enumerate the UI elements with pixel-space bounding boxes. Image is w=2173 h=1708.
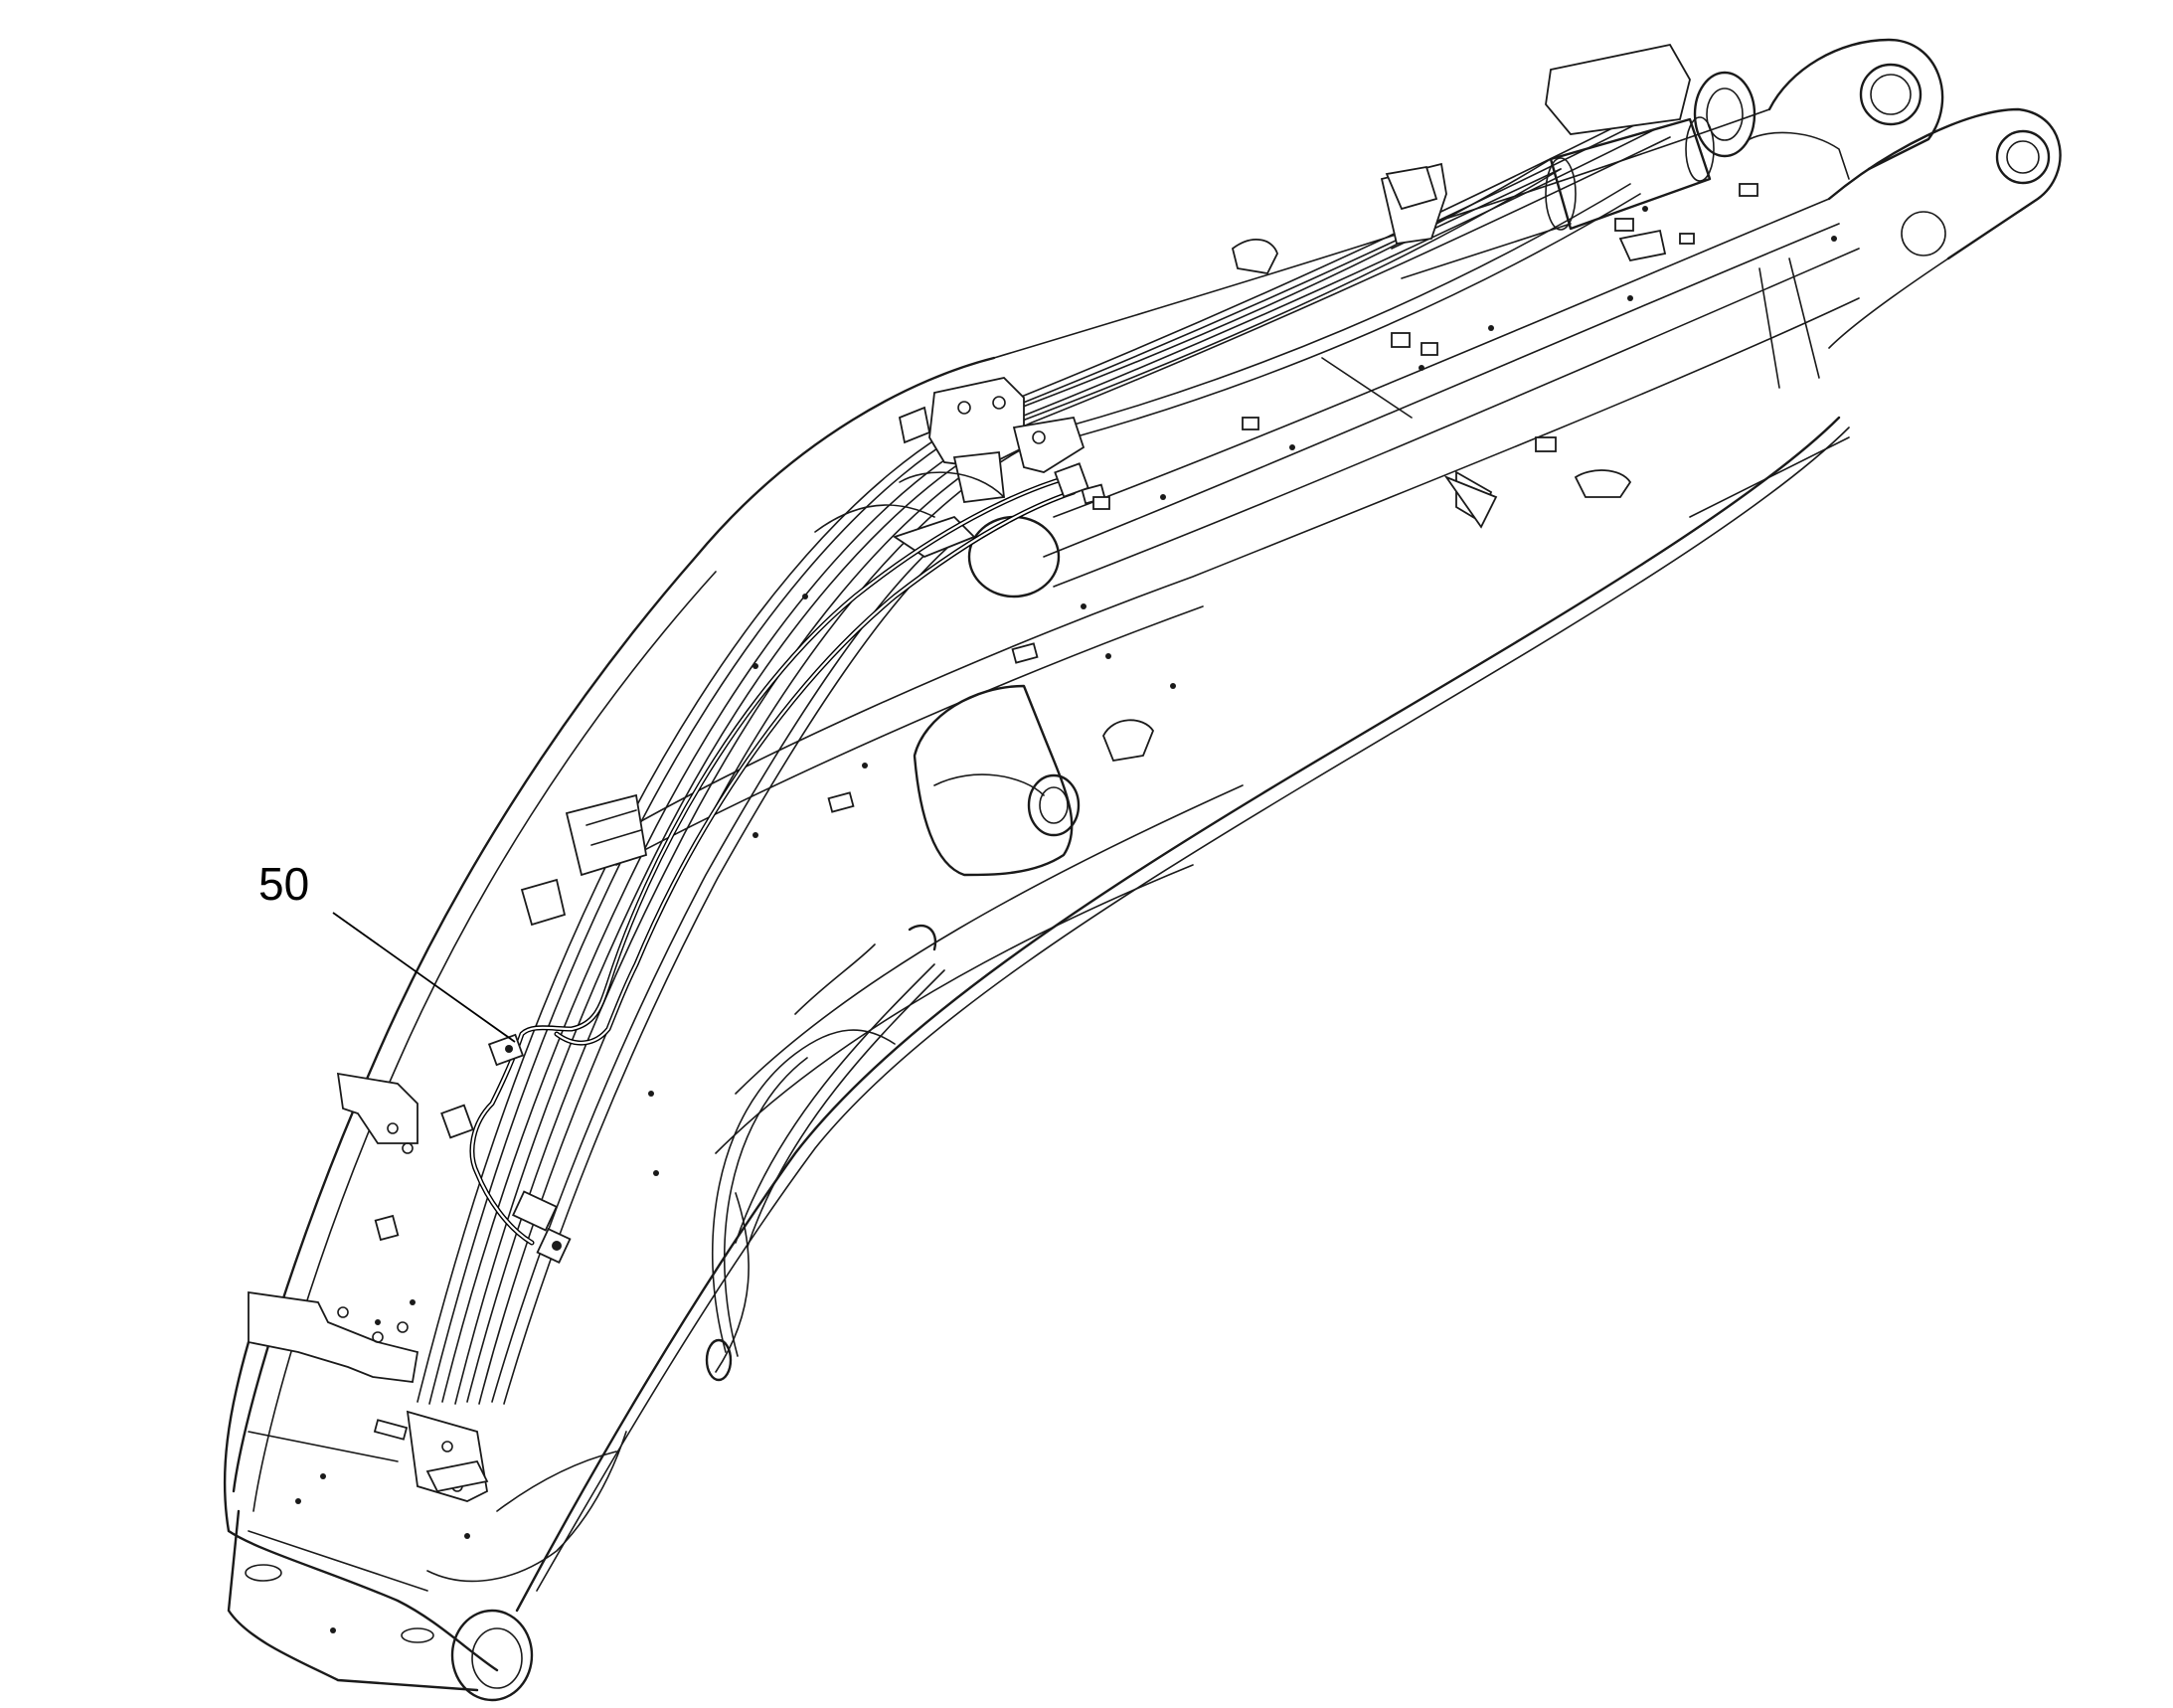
foot-brackets	[248, 1072, 488, 1502]
hydraulic-lines	[417, 118, 1671, 1405]
pads-and-bolts	[295, 183, 1837, 1633]
highlighted-hose	[440, 462, 1089, 1265]
boom-foot	[223, 1340, 627, 1702]
callout-label-50: 50	[258, 858, 310, 910]
callout-leader-line	[332, 912, 516, 1043]
boom-body	[232, 108, 1860, 1613]
arm-cylinder	[1380, 43, 1756, 279]
valve-block	[814, 377, 1086, 598]
boom-tip	[1749, 38, 2062, 349]
wire-harness	[705, 924, 945, 1382]
cylinder-mount	[913, 470, 1493, 877]
upper-clamps	[425, 165, 1438, 1493]
